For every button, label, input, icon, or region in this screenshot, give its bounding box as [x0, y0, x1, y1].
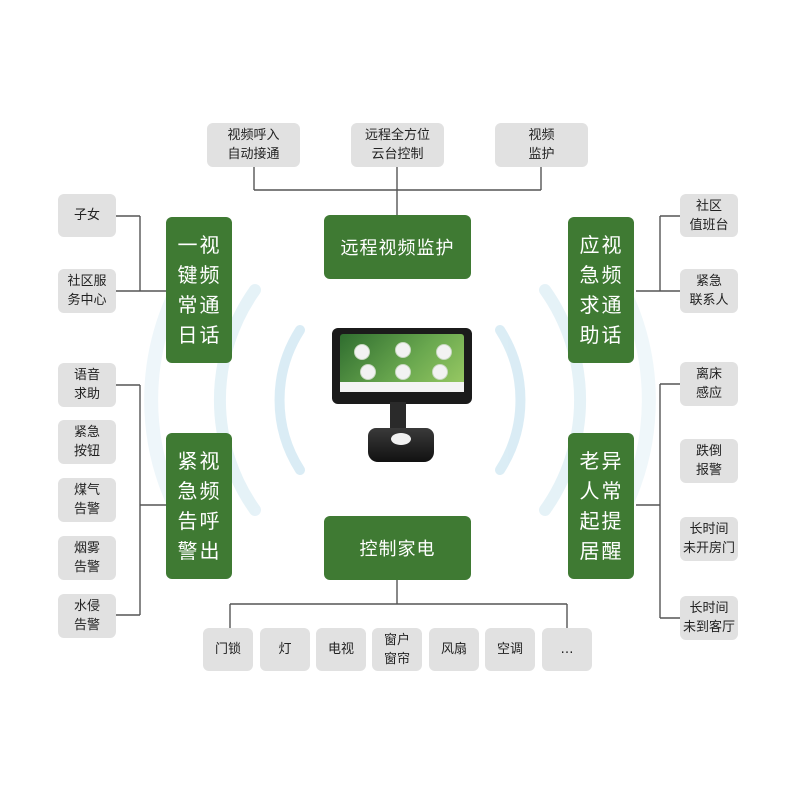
left-bottom-item: 语音 求助 [58, 363, 116, 407]
panel-char: 话 [601, 323, 623, 347]
panel-char: 通 [601, 293, 623, 317]
panel-char: 老 [579, 449, 601, 473]
remote-video-monitoring-box: 远程视频监护 [324, 215, 471, 279]
panel-char: 出 [199, 539, 221, 563]
panel-char: 频 [199, 263, 221, 287]
device-stand [390, 402, 406, 432]
bottom-item: 电视 [316, 628, 366, 671]
left-bottom-item: 紧急 按钮 [58, 420, 116, 464]
panel-char: 常 [601, 479, 623, 503]
panel-char: 助 [579, 323, 601, 347]
left-top-item: 社区服 务中心 [58, 269, 116, 313]
video-terminal-device-image [328, 328, 476, 468]
panel-char: 提 [601, 509, 623, 533]
panel-char: 呼 [199, 509, 221, 533]
top-item: 视频呼入 自动接通 [207, 123, 300, 167]
bottom-item: 窗户 窗帘 [372, 628, 422, 671]
panel-char: 视 [199, 233, 221, 257]
panel-char: 警 [177, 539, 199, 563]
top-item: 远程全方位 云台控制 [351, 123, 444, 167]
top-item: 视频 监护 [495, 123, 588, 167]
panel-char: 起 [579, 509, 601, 533]
right-bottom-item: 长时间 未到客厅 [680, 596, 738, 640]
right-top-panel-text: 视频通话 应急求助 [579, 230, 623, 350]
bottom-item: 空调 [485, 628, 535, 671]
panel-char: 醒 [601, 539, 623, 563]
panel-char: 视 [199, 449, 221, 473]
device-screen [332, 328, 472, 404]
appliance-control-box: 控制家电 [324, 516, 471, 580]
panel-char: 视 [601, 233, 623, 257]
left-top-panel: 视频通话 一键常日 [166, 217, 232, 363]
panel-char: 紧 [177, 449, 199, 473]
panel-char: 求 [579, 293, 601, 317]
panel-char: 频 [199, 479, 221, 503]
panel-char: 日 [177, 323, 199, 347]
panel-char: 话 [199, 323, 221, 347]
panel-char: 键 [177, 263, 199, 287]
panel-char: 居 [579, 539, 601, 563]
right-top-item: 社区 值班台 [680, 194, 738, 237]
right-top-panel: 视频通话 应急求助 [568, 217, 634, 363]
panel-char: 急 [579, 263, 601, 287]
right-bottom-panel: 异常提醒 老人起居 [568, 433, 634, 579]
panel-char: 通 [199, 293, 221, 317]
left-bottom-panel: 视频呼出 紧急告警 [166, 433, 232, 579]
panel-char: 频 [601, 263, 623, 287]
panel-char: 一 [177, 233, 199, 257]
bottom-item: 门锁 [203, 628, 253, 671]
panel-char: 异 [601, 449, 623, 473]
left-top-item: 子女 [58, 194, 116, 237]
panel-char: 应 [579, 233, 601, 257]
panel-char: 告 [177, 509, 199, 533]
left-top-panel-text: 视频通话 一键常日 [177, 230, 221, 350]
bottom-item: 风扇 [429, 628, 479, 671]
left-bottom-panel-text: 视频呼出 紧急告警 [177, 446, 221, 566]
right-bottom-item: 离床 感应 [680, 362, 738, 406]
panel-char: 急 [177, 479, 199, 503]
right-bottom-item: 长时间 未开房门 [680, 517, 738, 561]
right-bottom-panel-text: 异常提醒 老人起居 [579, 446, 623, 566]
panel-char: 人 [579, 479, 601, 503]
left-bottom-item: 煤气 告警 [58, 478, 116, 522]
right-top-item: 紧急 联系人 [680, 269, 738, 313]
left-bottom-item: 烟雾 告警 [58, 536, 116, 580]
right-bottom-item: 跌倒 报警 [680, 439, 738, 483]
bottom-item: 灯 [260, 628, 310, 671]
bottom-item: … [542, 628, 592, 671]
left-bottom-item: 水侵 告警 [58, 594, 116, 638]
panel-char: 常 [177, 293, 199, 317]
device-base [368, 428, 434, 462]
